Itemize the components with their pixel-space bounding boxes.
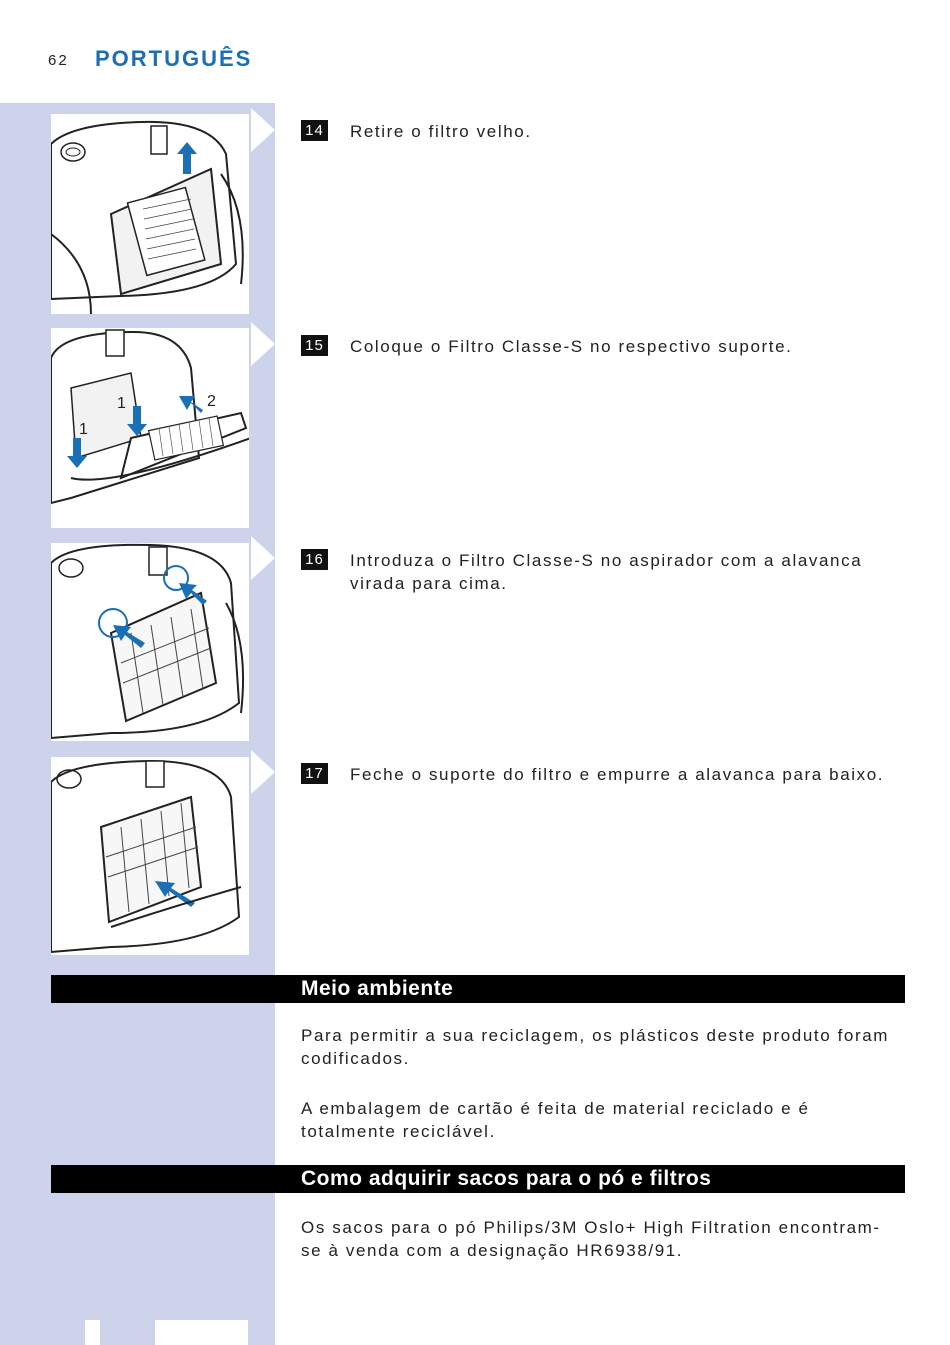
step-15: 15 Coloque o Filtro Classe-S no respecti…: [301, 335, 910, 358]
step-17-illustration: [51, 757, 249, 955]
bottom-tab-left: [85, 1320, 100, 1345]
step-number: 17: [301, 763, 328, 784]
step-number: 14: [301, 120, 328, 141]
step-number: 16: [301, 549, 328, 570]
step15-label-c: 2: [207, 393, 216, 410]
step15-label-a: 1: [79, 421, 88, 438]
section-title: Como adquirir sacos para o pó e filtros: [301, 1167, 712, 1190]
step-text: Feche o suporte do filtro e empurre a al…: [350, 765, 885, 784]
step-14-illustration: [51, 114, 249, 314]
page-number: 62: [48, 52, 69, 69]
section-title: Meio ambiente: [301, 977, 454, 1000]
language-heading: PORTUGUÊS: [95, 46, 253, 71]
step-text: Retire o filtro velho.: [350, 122, 532, 141]
step-14-pointer: [251, 108, 275, 152]
step-16-illustration: [51, 543, 249, 741]
step-15-illustration: 1 1 2: [51, 328, 249, 528]
purchase-paragraph: Os sacos para o pó Philips/3M Oslo+ High…: [301, 1218, 881, 1260]
bottom-tab-right: [155, 1320, 248, 1345]
section-heading-purchase: Como adquirir sacos para o pó e filtros: [51, 1165, 905, 1193]
step-17: 17 Feche o suporte do filtro e empurre a…: [301, 763, 910, 786]
section-heading-environment: Meio ambiente: [51, 975, 905, 1003]
step-number: 15: [301, 335, 328, 356]
step-text: Introduza o Filtro Classe-S no aspirador…: [350, 551, 863, 593]
step-16: 16 Introduza o Filtro Classe-S no aspira…: [301, 549, 910, 595]
step-14: 14 Retire o filtro velho.: [301, 120, 910, 143]
step-15-pointer: [251, 322, 275, 366]
environment-paragraph-1: Para permitir a sua reciclagem, os plást…: [301, 1026, 890, 1068]
step-16-pointer: [251, 536, 275, 580]
step15-label-b: 1: [117, 395, 126, 412]
step-17-pointer: [251, 750, 275, 794]
step-text: Coloque o Filtro Classe-S no respectivo …: [350, 337, 793, 356]
environment-paragraph-2: A embalagem de cartão é feita de materia…: [301, 1099, 810, 1141]
